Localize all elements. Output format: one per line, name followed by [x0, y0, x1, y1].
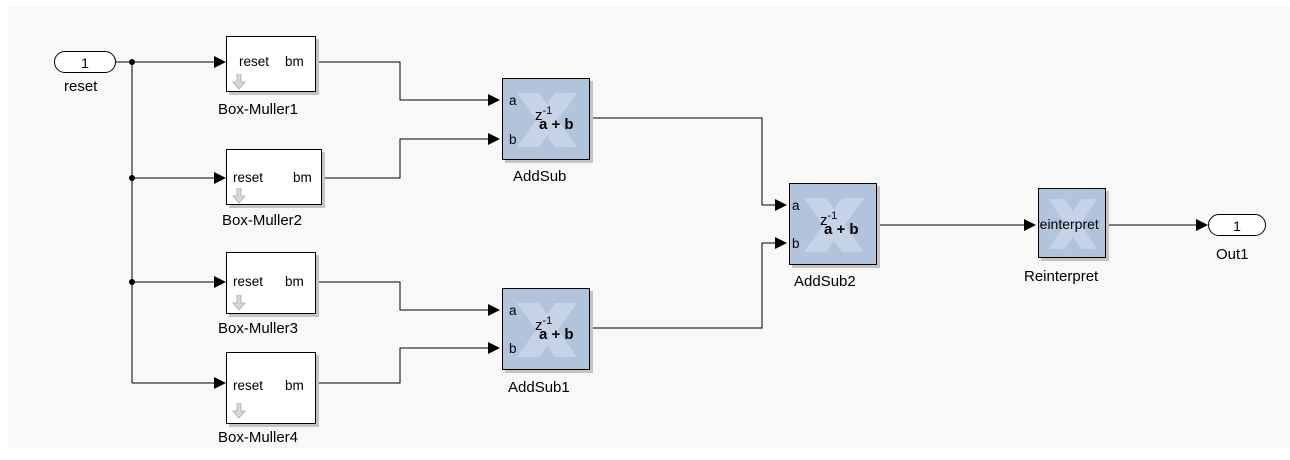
box-muller-block-4[interactable]: reset bm — [226, 352, 316, 424]
arrowhead — [1196, 219, 1208, 231]
arrowhead — [488, 94, 500, 106]
arrowhead — [214, 56, 226, 68]
port-label-bm: bm — [285, 378, 304, 393]
box-muller-block-1[interactable]: reset bm — [226, 36, 316, 92]
addsub-block[interactable]: a b z-1 a + b — [502, 78, 590, 160]
port-label-reset: reset — [233, 170, 264, 185]
port-label-bm: bm — [293, 170, 312, 185]
box-muller-block-2[interactable]: reset bm — [226, 149, 322, 205]
port-label-a: a — [792, 198, 800, 213]
subsystem-down-arrow-icon — [232, 403, 246, 419]
xilinx-logo-icon — [804, 198, 864, 252]
outport-number: 1 — [1233, 218, 1241, 234]
addsub2-name: AddSub2 — [794, 273, 856, 290]
latency-label: z-1 — [535, 315, 553, 334]
arrowhead — [214, 377, 226, 389]
latency-label: z-1 — [535, 105, 553, 124]
xilinx-logo-icon — [517, 303, 577, 357]
arrowhead — [488, 304, 500, 316]
wire-bm1-addsub-a — [316, 61, 488, 101]
latency-label: z-1 — [820, 210, 838, 229]
subsystem-down-arrow-icon — [232, 188, 246, 204]
box-muller-block-3[interactable]: reset bm — [226, 252, 316, 314]
box-muller-name-2: Box-Muller2 — [222, 212, 303, 229]
branch-point — [129, 279, 135, 285]
xilinx-logo-icon — [1049, 199, 1097, 249]
addsub-name: AddSub — [513, 168, 567, 185]
subsystem-down-arrow-icon — [232, 295, 246, 311]
port-label-b: b — [792, 236, 800, 251]
box-muller-name-4: Box-Muller4 — [218, 429, 299, 446]
port-label-a: a — [509, 303, 517, 318]
reinterpret-block[interactable]: reinterpret — [1038, 188, 1106, 258]
box-muller-name-1: Box-Muller1 — [218, 101, 299, 118]
wire-addsub1-addsub2-b — [590, 242, 775, 329]
branch-point — [129, 59, 135, 65]
arrowhead — [488, 342, 500, 354]
port-label-b: b — [509, 132, 517, 147]
port-label-b: b — [509, 341, 517, 356]
operation-expr: a + b — [539, 326, 574, 343]
inport-label: reset — [64, 78, 98, 95]
operation-expr: a + b — [539, 116, 574, 133]
wire-bm4-addsub1-b — [316, 347, 488, 384]
wire-reset-trunk — [116, 61, 133, 383]
operation-expr: a + b — [824, 221, 859, 238]
addsub2-block[interactable]: a b z-1 a + b — [789, 183, 877, 265]
port-label-bm: bm — [285, 54, 304, 69]
outport-out1[interactable]: 1 — [1208, 214, 1266, 236]
port-label-a: a — [509, 93, 517, 108]
arrowhead — [775, 199, 787, 211]
arrowhead — [775, 237, 787, 249]
wire-bm2-addsub-b — [322, 138, 488, 179]
port-label-bm: bm — [285, 274, 304, 289]
box-muller-name-3: Box-Muller3 — [218, 320, 299, 337]
port-label-reset: reset — [233, 274, 264, 289]
subsystem-down-arrow-icon — [232, 74, 246, 90]
arrowhead — [1024, 219, 1036, 231]
wire-bm3-addsub1-a — [316, 281, 488, 311]
reinterpret-inner-label: reinterpret — [1038, 216, 1099, 232]
arrowhead — [214, 276, 226, 288]
arrowhead — [214, 172, 226, 184]
addsub1-block[interactable]: a b z-1 a + b — [502, 288, 590, 370]
reinterpret-name: Reinterpret — [1024, 268, 1099, 285]
branch-point — [129, 175, 135, 181]
port-label-reset: reset — [233, 378, 264, 393]
port-label-reset: reset — [239, 54, 270, 69]
inport-number: 1 — [81, 55, 89, 71]
xilinx-logo-icon — [517, 93, 577, 147]
wire-addsub-addsub2-a — [590, 117, 775, 206]
inport-reset[interactable]: 1 — [54, 51, 116, 73]
arrowhead — [488, 133, 500, 145]
outport-label: Out1 — [1216, 246, 1249, 263]
addsub1-name: AddSub1 — [508, 379, 570, 396]
